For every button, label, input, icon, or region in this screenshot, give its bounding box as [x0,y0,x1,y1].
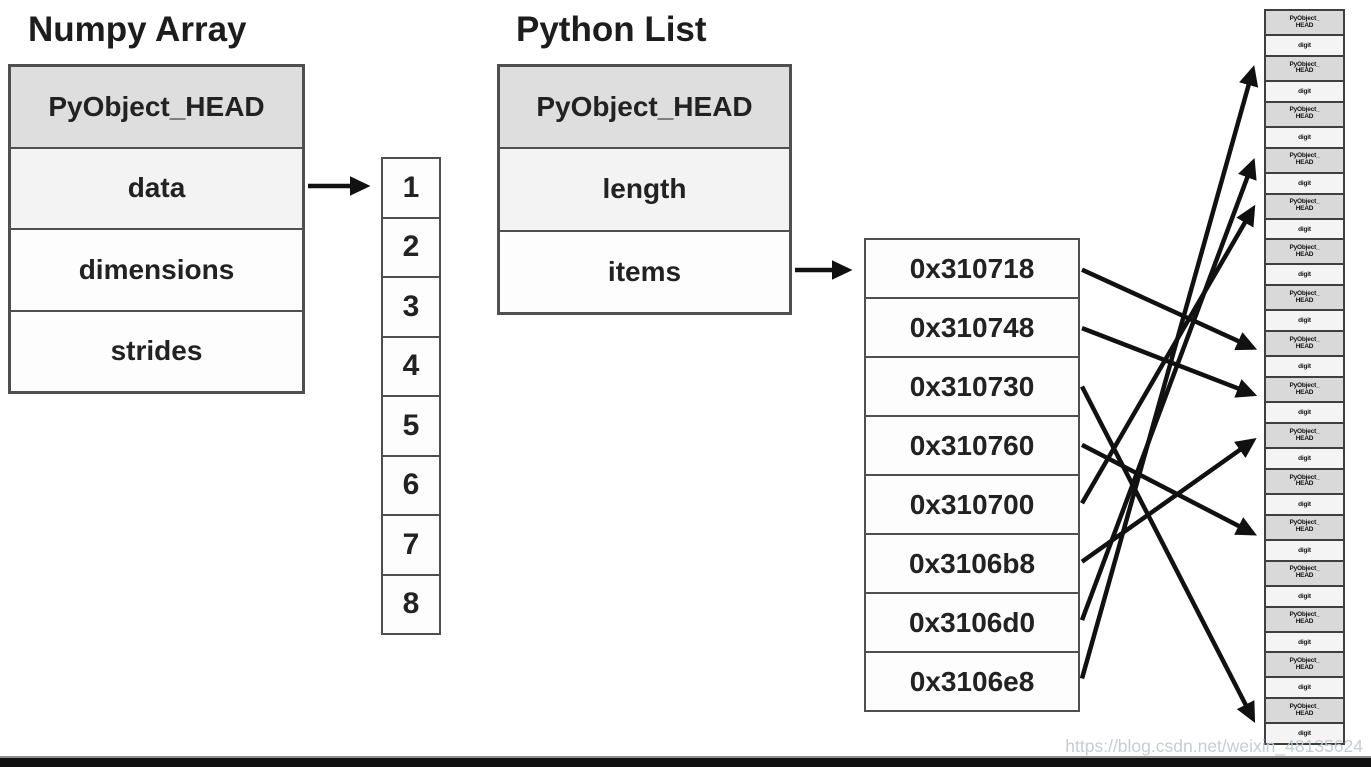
object-pair: PyObject_ HEAD digit [1266,194,1343,241]
object-value-cell: digit [1266,36,1343,57]
object-value-cell: digit [1266,540,1343,562]
pointer-arrow [1079,65,1259,680]
pointer-address-list: 0x310718 0x310748 0x310730 0x310760 0x31… [864,238,1080,712]
object-head-cell: PyObject_ HEAD [1266,515,1343,541]
pointer-arrow [1080,437,1257,564]
object-head-cell: PyObject_ HEAD [1266,102,1343,128]
object-value-cell: digit [1266,81,1343,103]
numpy-array-title: Numpy Array [28,10,247,49]
python-struct-row: PyObject_HEAD [500,67,789,148]
object-pair: PyObject_ HEAD digit [1266,424,1343,470]
object-pair: PyObject_ HEAD digit [1266,240,1343,287]
object-head-cell: PyObject_ HEAD [1266,699,1343,725]
object-head-cell: PyObject_ HEAD [1266,653,1343,679]
buffer-cell: 8 [383,573,439,633]
numpy-struct-box: PyObject_HEAD data dimensions strides [8,64,305,394]
pointer-arrow [1081,326,1258,398]
object-value-cell: digit [1266,173,1343,195]
bottom-bar [0,756,1371,767]
object-value-cell: digit [1266,357,1343,379]
object-pair: PyObject_ HEAD digit [1266,515,1343,562]
object-pair: PyObject_ HEAD digit [1266,607,1343,654]
numpy-data-buffer: 1 2 3 4 5 6 7 8 [381,157,441,635]
object-value-cell: digit [1266,586,1343,608]
pointer-address-cell: 0x3106e8 [866,651,1078,710]
object-pair: PyObject_ HEAD digit [1266,56,1343,103]
object-value-cell: digit [1266,449,1343,470]
object-value-cell: digit [1266,311,1343,333]
object-pair: PyObject_ HEAD digit [1266,378,1343,425]
object-pair: PyObject_ HEAD digit [1266,286,1343,333]
numpy-struct-row: strides [11,309,302,391]
watermark-url: https://blog.csdn.net/weixin_48135624 [1065,736,1363,756]
buffer-cell: 5 [383,395,439,455]
object-head-cell: PyObject_ HEAD [1266,332,1343,358]
object-head-cell: PyObject_ HEAD [1266,148,1343,174]
pointer-address-cell: 0x310730 [866,356,1078,415]
numpy-struct-row: data [11,146,302,228]
object-head-cell: PyObject_ HEAD [1266,469,1343,495]
object-value-cell: digit [1266,219,1343,241]
object-head-cell: PyObject_ HEAD [1266,424,1343,450]
buffer-cell: 1 [383,159,439,217]
pointer-arrow [1079,385,1256,724]
pointer-address-cell: 0x310748 [866,297,1078,356]
object-pair: PyObject_ HEAD digit [1266,653,1343,700]
buffer-cell: 6 [383,454,439,514]
pointer-address-cell: 0x3106d0 [866,592,1078,651]
pointer-arrow [1079,157,1257,621]
object-value-cell: digit [1266,403,1343,425]
object-pair: PyObject_ HEAD digit [1266,102,1343,149]
pointer-address-cell: 0x310760 [866,415,1078,474]
object-pair: PyObject_ HEAD digit [1266,469,1343,516]
numpy-struct-row: PyObject_HEAD [11,67,302,147]
object-value-cell: digit [1266,724,1343,744]
object-pair: PyObject_ HEAD digit [1266,11,1343,57]
numpy-struct-row: dimensions [11,228,302,310]
python-struct-row: items [500,229,789,312]
object-pair: PyObject_ HEAD digit [1266,699,1343,744]
buffer-cell: 2 [383,216,439,276]
pointer-address-cell: 0x310700 [866,474,1078,533]
buffer-cell: 4 [383,335,439,395]
pointer-address-cell: 0x3106b8 [866,533,1078,592]
object-value-cell: digit [1266,632,1343,654]
buffer-cell: 7 [383,514,439,574]
python-struct-row: length [500,147,789,230]
pointer-arrow [1080,204,1256,505]
object-value-cell: digit [1266,265,1343,287]
object-head-cell: PyObject_ HEAD [1266,11,1343,36]
scattered-object-column: PyObject_ HEAD digit PyObject_ HEAD digi… [1264,9,1345,746]
object-pair: PyObject_ HEAD digit [1266,148,1343,195]
object-pair: PyObject_ HEAD digit [1266,561,1343,608]
pointer-address-cell: 0x310718 [866,240,1078,297]
buffer-cell: 3 [383,276,439,336]
python-struct-box: PyObject_HEAD length items [497,64,792,315]
python-list-title: Python List [516,10,707,49]
object-head-cell: PyObject_ HEAD [1266,194,1343,220]
pointer-arrow [1080,442,1257,536]
object-pair: PyObject_ HEAD digit [1266,332,1343,379]
object-head-cell: PyObject_ HEAD [1266,378,1343,404]
pointer-link-arrows [1079,65,1259,724]
object-head-cell: PyObject_ HEAD [1266,286,1343,312]
pointer-arrow [1081,267,1258,351]
object-head-cell: PyObject_ HEAD [1266,561,1343,587]
object-value-cell: digit [1266,127,1343,149]
object-head-cell: PyObject_ HEAD [1266,607,1343,633]
object-head-cell: PyObject_ HEAD [1266,240,1343,266]
object-head-cell: PyObject_ HEAD [1266,56,1343,82]
object-value-cell: digit [1266,494,1343,516]
object-value-cell: digit [1266,678,1343,700]
